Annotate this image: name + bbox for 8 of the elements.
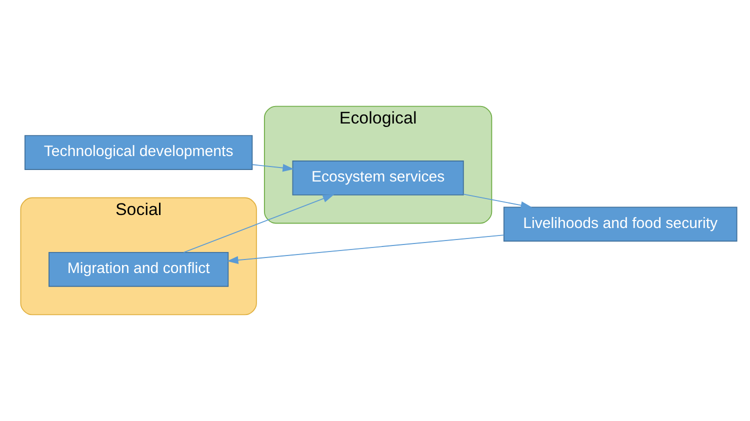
node-box: Technological developments	[24, 135, 253, 170]
arrow	[183, 194, 334, 253]
arrow	[252, 164, 294, 172]
arrow	[462, 194, 532, 210]
node-box: Ecosystem services	[292, 160, 464, 196]
node-box: Migration and conflict	[48, 252, 229, 287]
node-box: Livelihoods and food security	[503, 206, 738, 242]
arrow	[226, 234, 504, 264]
